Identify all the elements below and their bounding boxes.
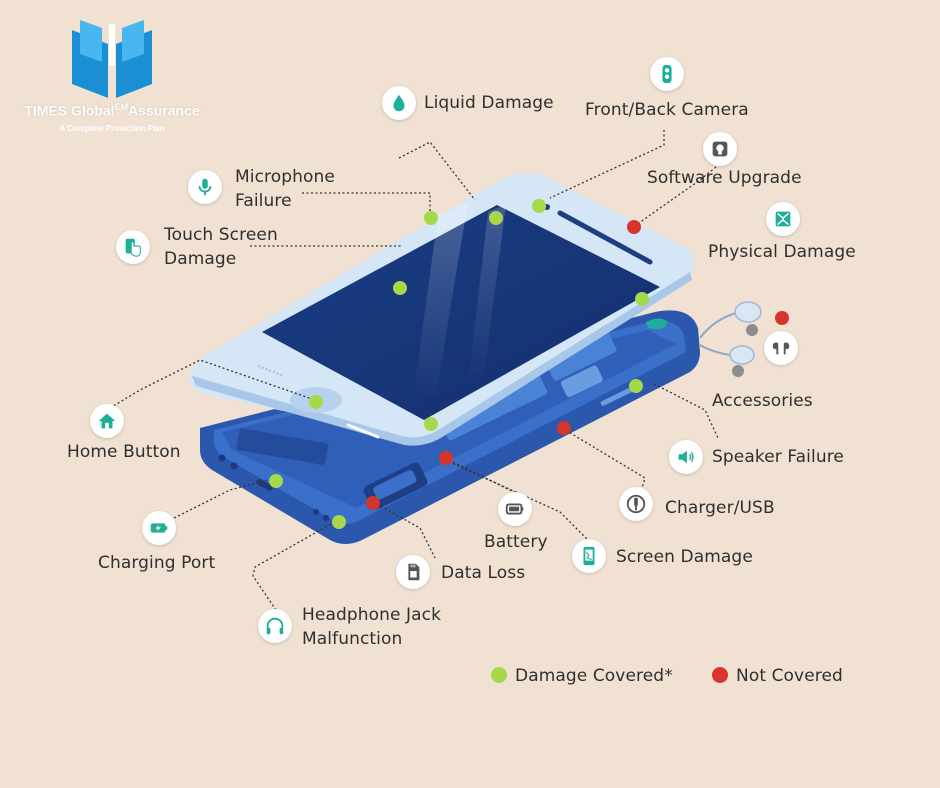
marker-covered	[424, 417, 438, 431]
speaker-icon	[669, 440, 703, 474]
earphones-illustration	[699, 301, 762, 377]
legend-not-covered-label: Not Covered	[736, 666, 843, 686]
phone-front	[189, 172, 695, 446]
label-microphone-failure-2: Failure	[235, 191, 292, 211]
battery-icon	[498, 492, 532, 526]
label-touch-screen-damage-1: Touch Screen	[164, 225, 278, 245]
label-software-upgrade: Software Upgrade	[647, 168, 802, 188]
power-plug-icon	[619, 487, 653, 521]
label-charging-port: Charging Port	[98, 553, 216, 573]
marker-covered	[629, 379, 643, 393]
touch-hand-icon	[116, 230, 150, 264]
camera-icon	[650, 57, 684, 91]
label-data-loss: Data Loss	[441, 563, 526, 583]
marker-covered	[309, 395, 323, 409]
label-microphone-failure-1: Microphone	[235, 167, 335, 187]
charging-battery-icon	[142, 511, 176, 545]
home-icon	[90, 404, 124, 438]
legend-not-covered-swatch	[712, 667, 728, 683]
microphone-icon	[188, 170, 222, 204]
marker-covered	[393, 281, 407, 295]
marker-not-covered	[627, 220, 641, 234]
label-screen-damage: Screen Damage	[616, 547, 753, 567]
brand-name: TIMES GlobalEMAssurance	[24, 102, 200, 119]
headphones-icon	[258, 609, 292, 643]
label-front-back-camera: Front/Back Camera	[585, 100, 749, 120]
label-charger-usb: Charger/USB	[665, 498, 775, 518]
status-markers	[269, 199, 789, 529]
marker-covered	[332, 515, 346, 529]
sd-card-icon	[396, 555, 430, 589]
label-accessories: Accessories	[712, 391, 813, 411]
brand-logo: TIMES GlobalEMAssurance A Complete Prote…	[12, 18, 212, 138]
marker-not-covered	[557, 421, 571, 435]
label-speaker-failure: Speaker Failure	[712, 447, 844, 467]
software-lock-icon	[703, 132, 737, 166]
shatter-icon	[766, 202, 800, 236]
label-headphone-jack-2: Malfunction	[302, 629, 403, 649]
marker-covered	[489, 211, 503, 225]
marker-not-covered	[439, 451, 453, 465]
marker-not-covered	[366, 496, 380, 510]
label-touch-screen-damage-2: Damage	[164, 249, 237, 269]
label-headphone-jack-1: Headphone Jack	[302, 605, 442, 625]
earphones-icon	[764, 331, 798, 365]
legend-covered-swatch	[491, 667, 507, 683]
marker-covered	[269, 474, 283, 488]
marker-covered	[532, 199, 546, 213]
marker-covered	[635, 292, 649, 306]
label-physical-damage: Physical Damage	[708, 242, 856, 262]
marker-covered	[424, 211, 438, 225]
marker-not-covered	[775, 311, 789, 325]
label-home-button: Home Button	[67, 442, 181, 462]
legend-covered-label: Damage Covered*	[515, 666, 673, 686]
label-liquid-damage: Liquid Damage	[424, 93, 554, 113]
label-battery: Battery	[484, 532, 548, 552]
water-drop-icon	[382, 86, 416, 120]
phone-screen-icon	[572, 539, 606, 573]
brand-tagline: A Complete Protection Plan	[59, 124, 165, 133]
